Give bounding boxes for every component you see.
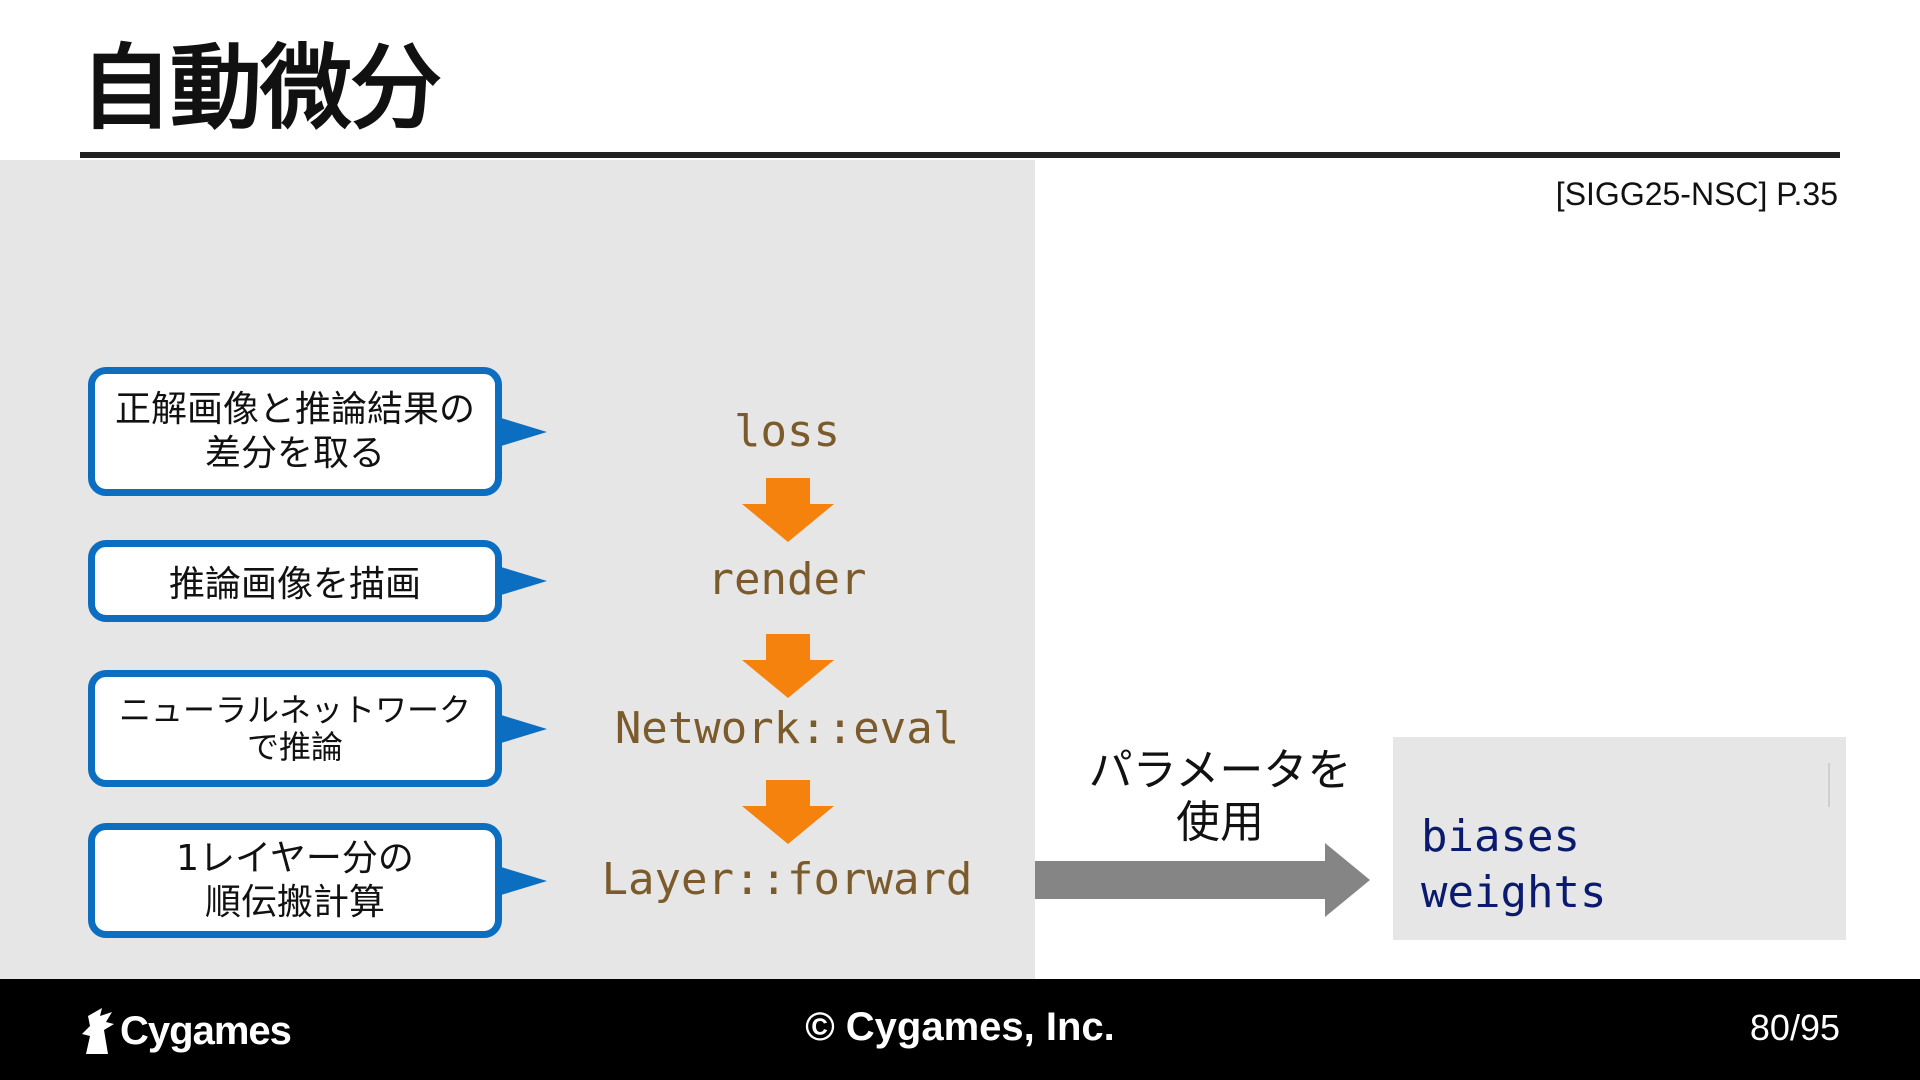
callout-network: ニューラルネットワーク で推論 [88, 670, 547, 787]
copyright-text: © Cygames, Inc. [805, 1005, 1115, 1049]
callout-pointer [501, 866, 547, 895]
callout-loss: 正解画像と推論結果の 差分を取る [88, 367, 547, 496]
callout-render: 推論画像を描画 [88, 540, 547, 622]
right-arrow-icon [1035, 843, 1370, 917]
reference-label: [SIGG25-NSC] P.35 [1555, 176, 1838, 212]
flow-step-loss: loss [734, 406, 840, 457]
flow-step-layer-forward: Layer::forward [601, 854, 973, 905]
down-arrow-icon [742, 780, 834, 844]
callout-pointer [501, 417, 547, 446]
callout-pointer [501, 714, 547, 743]
page-number: 80/95 [1749, 1007, 1840, 1048]
parameters-box: biases weights [1393, 737, 1846, 940]
cygames-logo: Cygames [80, 1003, 292, 1059]
footer-bar: Cygames © Cygames, Inc. 80/95 [0, 979, 1920, 1080]
param-biases: biases [1421, 811, 1580, 862]
callout-loss-text: 正解画像と推論結果の 差分を取る [114, 389, 475, 474]
title-underline [80, 152, 1840, 158]
flow-step-render: render [707, 554, 867, 605]
flow-step-network-eval: Network::eval [614, 703, 960, 754]
slide-title: 自動微分 [80, 35, 442, 142]
down-arrow-icon [742, 634, 834, 698]
params-arrow-label: パラメータを 使用 [1088, 745, 1352, 848]
divider [1828, 763, 1830, 807]
callout-render-text: 推論画像を描画 [168, 564, 421, 605]
callout-pointer [501, 567, 547, 595]
param-weights: weights [1421, 867, 1607, 918]
callout-layer: 1レイヤー分の 順伝搬計算 [88, 823, 547, 938]
logo-text: Cygames [120, 1008, 292, 1053]
dragon-logo-icon [82, 1008, 114, 1054]
callout-layer-text: 1レイヤー分の 順伝搬計算 [176, 838, 414, 923]
down-arrow-icon [742, 478, 834, 542]
callout-network-text: ニューラルネットワーク で推論 [118, 690, 471, 766]
